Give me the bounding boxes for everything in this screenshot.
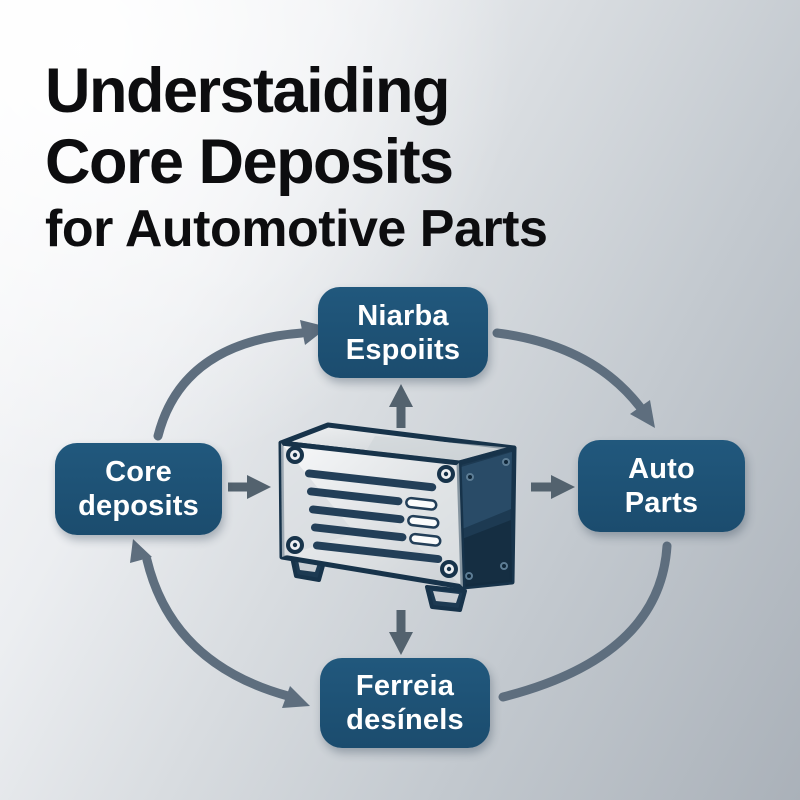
arrow-center-to-right [531,475,575,499]
machine-front-screws [286,446,458,578]
node-bottom-label-line1: Ferreia [355,670,455,702]
node-top: Niarba Espoiits [318,287,488,378]
arrow-center-to-bottom [389,610,413,655]
node-left-label-line1: Core [105,456,172,488]
node-left-label-line2: deposits [78,490,199,522]
node-right-label-line1: Auto [628,453,695,485]
title-line-3: for Automotive Parts [45,200,548,258]
node-right-label-line2: Parts [624,487,699,519]
node-top-label-line2: Espoiits [345,333,461,366]
node-top-label-line1: Niarba [357,299,449,332]
node-left: Core deposits [55,443,222,535]
machine-side-screws [465,458,510,580]
machine-vent-slats [304,469,443,564]
auto-part-illustration [278,422,517,612]
title-line-2: Core Deposits [45,127,454,197]
arrow-left-to-top-curved [153,320,328,441]
title-line-1: Understaiding [45,56,451,126]
node-bottom: Ferreia desínels [320,658,490,748]
arrow-top-to-right-curved [492,328,655,428]
node-right: Auto Parts [578,440,745,532]
node-bottom-label-line2: desínels [346,704,464,736]
page-title: Understaiding Core Deposits for Automoti… [45,56,745,260]
